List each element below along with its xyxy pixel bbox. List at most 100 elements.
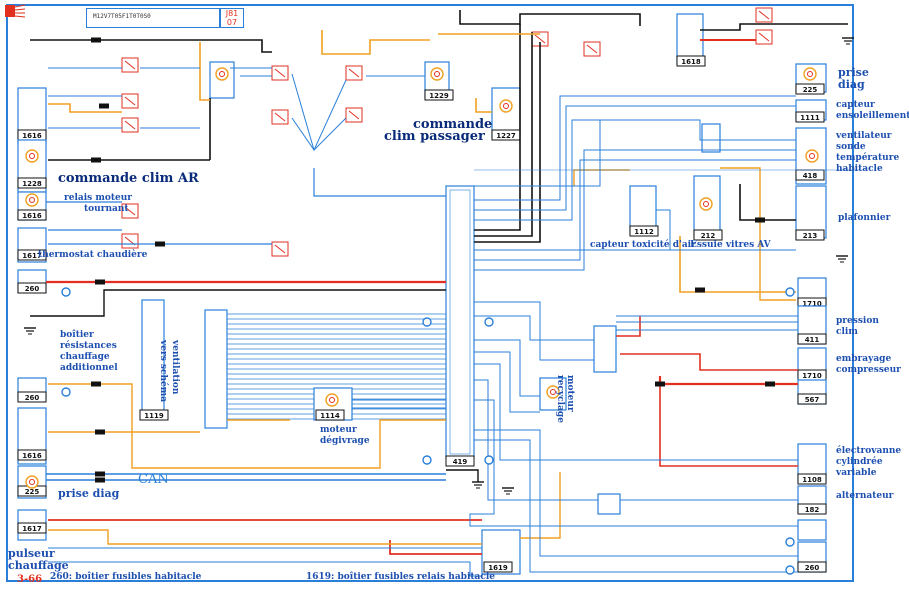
component-260b-id: 260 xyxy=(25,394,40,402)
relay-l-contact xyxy=(586,44,598,54)
component-212-tag xyxy=(693,229,723,241)
wire-black xyxy=(474,24,521,231)
sensor-1229-core xyxy=(434,71,440,77)
label-relais-moteur-1: relais moteur xyxy=(64,193,133,203)
component-1618-id: 1618 xyxy=(681,58,701,66)
wire-blue xyxy=(474,363,798,461)
component-260b-tag xyxy=(17,391,47,403)
component-260c-a xyxy=(797,519,827,541)
junction-circle xyxy=(61,287,71,297)
splice-marker xyxy=(95,429,105,435)
component-1112-id: 1112 xyxy=(634,228,654,236)
wire-red xyxy=(620,353,798,371)
wire-blue xyxy=(656,209,694,251)
wire-orange xyxy=(573,169,630,186)
component-relay-clim xyxy=(593,325,617,373)
motor-1228 xyxy=(25,149,39,163)
version-top: J81 xyxy=(225,9,239,18)
wire-red xyxy=(616,316,641,337)
wire-blue xyxy=(474,439,798,573)
sensor-1229a xyxy=(215,67,229,81)
component-1616b-tag xyxy=(17,209,47,221)
label-moteur-degivrage-1: moteur xyxy=(320,425,357,435)
junction-circle xyxy=(785,565,795,575)
component-1119-connector xyxy=(204,309,228,429)
wire-blue xyxy=(474,149,796,271)
label-boitier-res-1: boîtier xyxy=(60,330,94,340)
component-419-inner xyxy=(449,189,471,455)
component-1108-tag xyxy=(797,473,827,485)
component-213-tag xyxy=(795,229,825,241)
degivrage-motor-icon xyxy=(325,393,339,407)
label-commande-clim-passager-1: commande xyxy=(413,117,493,132)
label-electrovanne-1: électrovanne xyxy=(836,446,902,456)
wire-black xyxy=(700,23,848,31)
footer-260: 260: boîtier fusibles habitacle xyxy=(50,572,202,582)
component-1108-id: 1108 xyxy=(802,476,822,484)
splice-marker xyxy=(95,279,105,285)
header-code: M12V7T05F1T0T0S0 xyxy=(93,13,151,20)
relay-m-contact xyxy=(758,10,770,20)
component-225-id: 225 xyxy=(25,488,40,496)
wire-red xyxy=(659,376,798,467)
wire-blue xyxy=(474,95,796,201)
relay-d-contact xyxy=(274,68,286,78)
component-212 xyxy=(693,175,721,237)
junction-circle xyxy=(422,455,432,465)
component-567-tag xyxy=(797,393,827,405)
component-1228-tag xyxy=(17,177,47,189)
component-567-id: 567 xyxy=(805,396,820,404)
label-pression-2: clim xyxy=(836,327,858,337)
relay-i-contact xyxy=(274,244,286,254)
component-relay-alt xyxy=(597,493,621,515)
splice-marker xyxy=(755,217,765,223)
splice-marker xyxy=(91,37,101,43)
component-419-tag xyxy=(445,455,475,467)
label-ventilateur-4: habitacle xyxy=(836,164,883,174)
motor-1228-core xyxy=(29,153,35,159)
degivrage-motor-icon-core xyxy=(329,397,335,403)
label-capteur-ens-1: capteur xyxy=(836,100,875,110)
wire-black xyxy=(30,289,446,317)
prise-diag-right-icon xyxy=(803,67,817,81)
wire-red xyxy=(658,376,798,386)
wire-blue xyxy=(474,105,796,211)
label-can: CAN xyxy=(138,472,169,487)
label-embrayage-2: compresseur xyxy=(836,365,901,375)
component-1616c-tag xyxy=(17,449,47,461)
label-vers-schema-2: ventilation xyxy=(170,340,180,395)
label-capteur-ens-2: ensoleillement xyxy=(836,111,909,121)
command-1227-core xyxy=(503,103,509,109)
component-1114-tag xyxy=(315,409,345,421)
component-1617-id: 1617 xyxy=(22,252,42,260)
component-182-id: 182 xyxy=(805,506,820,514)
relay-c-contact xyxy=(124,120,136,130)
wire-blue xyxy=(474,119,660,187)
label-moteur-degivrage-2: dégivrage xyxy=(320,436,370,446)
component-1618-tag xyxy=(676,55,706,67)
wire-blue xyxy=(474,315,594,341)
label-prise-diag-right-2: diag xyxy=(838,78,865,91)
splice-marker xyxy=(765,381,775,387)
component-1617-tag xyxy=(17,249,47,261)
command-1227 xyxy=(499,99,513,113)
label-thermostat: thermostat chaudière xyxy=(38,250,148,260)
component-419 xyxy=(445,185,475,459)
label-boitier-res-2: résistances xyxy=(60,341,117,351)
label-alternateur: alternateur xyxy=(836,491,894,501)
component-relay-ventil xyxy=(701,123,721,153)
label-commande-clim-passager-2: clim passager xyxy=(384,129,485,144)
wire-orange xyxy=(48,529,482,545)
label-essuie-vitres: Essuie vitres AV xyxy=(690,240,771,250)
label-boitier-res-4: additionnel xyxy=(60,363,118,373)
component-1616-id: 1616 xyxy=(22,132,42,140)
label-electrovanne-3: variable xyxy=(836,468,877,478)
wire-orange xyxy=(475,98,492,113)
relay-a-contact xyxy=(124,60,136,70)
component-1616c-id: 1616 xyxy=(22,452,42,460)
sensor-1229 xyxy=(430,67,444,81)
wire-black xyxy=(474,32,533,237)
junction-circle xyxy=(484,455,494,465)
component-225b-id: 225 xyxy=(803,86,818,94)
splice-marker xyxy=(95,477,105,483)
